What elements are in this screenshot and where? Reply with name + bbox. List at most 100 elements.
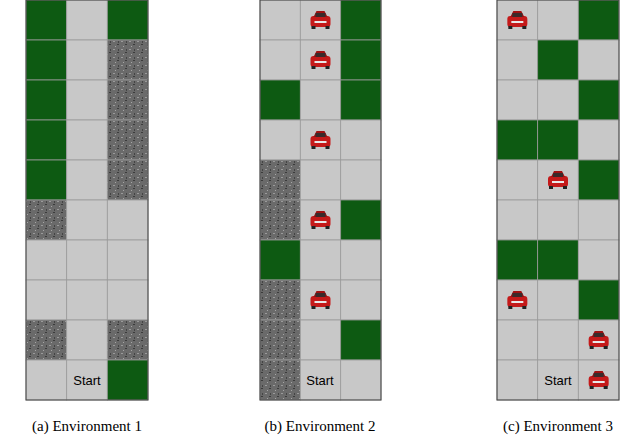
car-roof bbox=[314, 291, 328, 297]
gravel-cell bbox=[260, 160, 300, 200]
start-label: Start bbox=[73, 373, 100, 388]
road-cell bbox=[300, 120, 340, 160]
car-grille bbox=[315, 221, 327, 223]
grass-cell bbox=[26, 80, 67, 120]
grass-cell bbox=[578, 80, 619, 120]
grass-cell bbox=[26, 120, 67, 160]
car-window bbox=[316, 53, 326, 57]
road-cell bbox=[300, 0, 340, 40]
grass-cell bbox=[26, 160, 67, 200]
car-grille bbox=[511, 301, 523, 303]
car-wheel bbox=[522, 306, 526, 309]
caption-label: (b) Environment 2 bbox=[265, 418, 376, 435]
road-cell bbox=[67, 360, 108, 400]
road-cell bbox=[341, 160, 381, 200]
car-window bbox=[594, 333, 604, 337]
car-wheel bbox=[312, 306, 316, 309]
grass-cell bbox=[538, 120, 579, 160]
gravel-cell bbox=[26, 320, 67, 360]
gravel-cell bbox=[260, 280, 300, 320]
gravel-cell bbox=[260, 200, 300, 240]
car-grille bbox=[593, 341, 605, 343]
car-wheel bbox=[604, 346, 608, 349]
road-cell bbox=[341, 360, 381, 400]
road-cell bbox=[260, 0, 300, 40]
car-body bbox=[311, 16, 331, 27]
road-cell bbox=[107, 240, 148, 280]
car-window bbox=[512, 13, 522, 17]
car-wheel bbox=[508, 306, 512, 309]
grass-cell bbox=[538, 240, 579, 280]
road-cell bbox=[300, 80, 340, 120]
road-cell bbox=[538, 80, 579, 120]
road-cell bbox=[578, 40, 619, 80]
car-grille bbox=[315, 21, 327, 23]
car-wheel bbox=[326, 306, 330, 309]
car-body bbox=[311, 296, 331, 307]
car-grille bbox=[593, 381, 605, 383]
road-cell bbox=[578, 200, 619, 240]
car-wheel bbox=[549, 186, 553, 189]
grass-cell bbox=[341, 80, 381, 120]
road-cell bbox=[341, 240, 381, 280]
road-cell bbox=[67, 160, 108, 200]
road-cell bbox=[67, 40, 108, 80]
road-cell bbox=[300, 40, 340, 80]
grass-cell bbox=[578, 160, 619, 200]
road-cell bbox=[67, 280, 108, 320]
car-body bbox=[507, 16, 527, 27]
grid-border bbox=[260, 0, 381, 400]
grass-cell bbox=[26, 40, 67, 80]
road-cell bbox=[300, 160, 340, 200]
road-cell bbox=[107, 200, 148, 240]
caption-label: (a) Environment 1 bbox=[32, 418, 142, 435]
car-wheel bbox=[326, 66, 330, 69]
grass-cell bbox=[107, 0, 148, 40]
car-wheel bbox=[326, 26, 330, 29]
start-label: Start bbox=[306, 373, 333, 388]
car-roof bbox=[314, 211, 328, 217]
car-window bbox=[594, 373, 604, 377]
car-roof bbox=[592, 371, 606, 377]
car-wheel bbox=[312, 226, 316, 229]
car-window bbox=[316, 293, 326, 297]
car-wheel bbox=[312, 26, 316, 29]
road-cell bbox=[67, 80, 108, 120]
road-cell bbox=[341, 280, 381, 320]
car-roof bbox=[510, 11, 524, 17]
grid-border bbox=[26, 0, 148, 400]
car-roof bbox=[510, 291, 524, 297]
grass-cell bbox=[497, 240, 538, 280]
road-cell bbox=[497, 0, 538, 40]
road-cell bbox=[578, 360, 619, 400]
road-cell bbox=[578, 240, 619, 280]
car-window bbox=[512, 293, 522, 297]
car-body bbox=[311, 136, 331, 147]
car-grille bbox=[315, 61, 327, 63]
road-cell bbox=[497, 80, 538, 120]
gravel-cell bbox=[107, 40, 148, 80]
road-cell bbox=[300, 280, 340, 320]
road-cell bbox=[300, 200, 340, 240]
road-cell bbox=[67, 200, 108, 240]
car-wheel bbox=[522, 26, 526, 29]
road-cell bbox=[67, 240, 108, 280]
road-cell bbox=[538, 160, 579, 200]
road-cell bbox=[67, 0, 108, 40]
car-wheel bbox=[590, 346, 594, 349]
road-cell bbox=[300, 360, 340, 400]
car-grille bbox=[315, 141, 327, 143]
road-cell bbox=[538, 360, 579, 400]
grass-cell bbox=[341, 200, 381, 240]
grass-cell bbox=[341, 40, 381, 80]
grass-cell bbox=[260, 80, 300, 120]
car-roof bbox=[551, 171, 565, 177]
grid-border bbox=[497, 0, 619, 400]
car-body bbox=[311, 216, 331, 227]
road-cell bbox=[26, 360, 67, 400]
car-wheel bbox=[590, 386, 594, 389]
road-cell bbox=[260, 120, 300, 160]
gravel-cell bbox=[26, 200, 67, 240]
grass-cell bbox=[578, 0, 619, 40]
